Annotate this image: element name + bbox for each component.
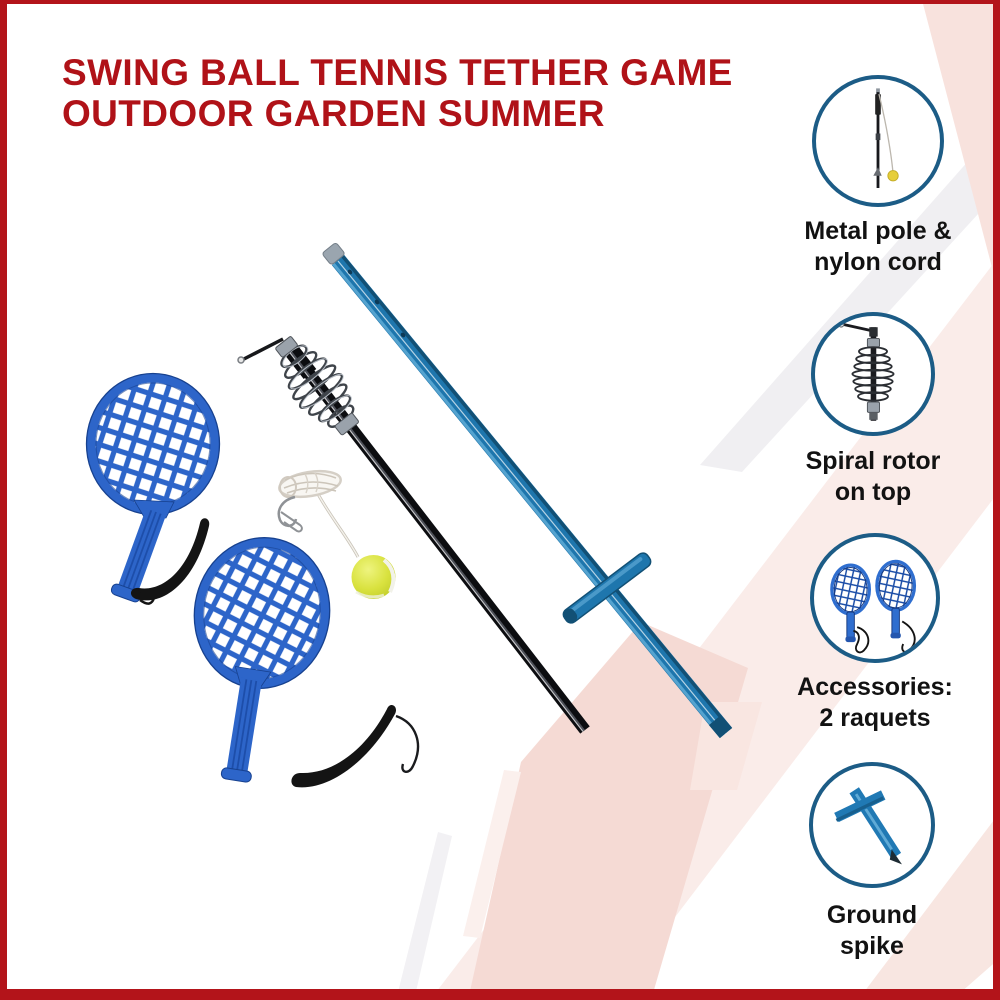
callout-circle-accessories [810,533,940,663]
feature-label-spiral-rotor: Spiral rotor on top [805,447,941,506]
strap-cord-tail [395,714,420,773]
title-line-2: OUTDOOR GARDEN SUMMER [62,93,605,134]
cord-clip [277,495,303,533]
two-racquets-icon [830,559,917,654]
tennis-ball [351,555,396,599]
feature-label-metal-pole: Metal pole & nylon cord [804,217,952,276]
racket-1 [85,372,221,605]
feature-label-accessories: Accessories: 2 raquets [797,673,953,732]
racket-2 [193,537,331,783]
callout-circle-metal-pole [812,75,944,207]
blue-pole [322,242,733,739]
ground-spike-icon [834,787,902,865]
spiral-rotor-icon [838,321,895,421]
pole-crossbar [562,552,652,624]
metal-pole-cord-icon [873,88,899,188]
feature-label-ground-spike: Ground spike [826,901,918,960]
callout-circle-spiral-rotor [811,312,935,436]
callout-circle-ground-spike [809,762,935,888]
spiral-spring [275,336,359,436]
title-line-1: SWING BALL TENNIS TETHER GAME [62,52,733,93]
icon-racket-left [830,563,872,654]
icon-racket-right [875,559,917,653]
page-title: SWING BALL TENNIS TETHER GAME OUTDOOR GA… [62,52,733,134]
wrist-strap-2 [291,704,397,788]
spiral-rotor-pole [237,336,590,734]
nylon-cord-ball [277,469,396,599]
